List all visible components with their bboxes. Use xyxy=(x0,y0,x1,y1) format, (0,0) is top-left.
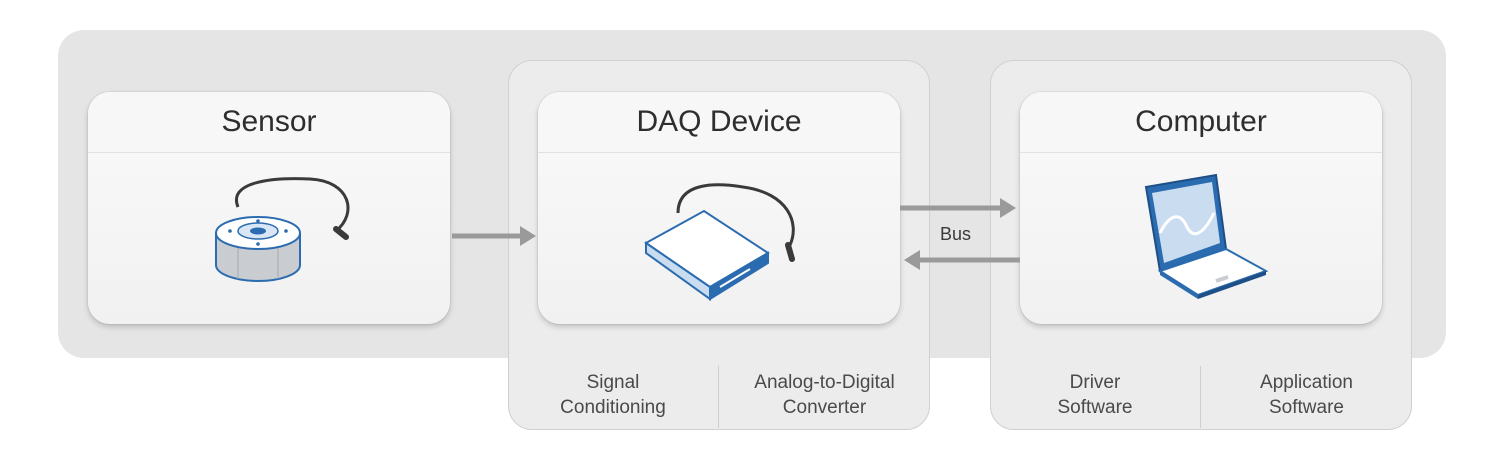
sensor-title: Sensor xyxy=(88,92,450,153)
sensor-card: Sensor xyxy=(88,92,450,324)
sensor-to-daq-arrow xyxy=(452,226,536,246)
computer-components-divider xyxy=(1200,366,1201,428)
daq-components-divider xyxy=(718,366,719,428)
daq-device-card: DAQ Device xyxy=(538,92,900,324)
application-software-label: Application Software xyxy=(1260,372,1353,418)
daq-to-computer-arrow xyxy=(900,198,1016,218)
computer-card: Computer xyxy=(1020,92,1382,324)
signal-conditioning-label: Signal Conditioning xyxy=(560,372,666,418)
daq-device-icon xyxy=(644,183,795,301)
laptop-icon xyxy=(1144,173,1269,299)
daq-device-title: DAQ Device xyxy=(538,92,900,153)
sensor-icon xyxy=(215,177,350,282)
computer-to-daq-arrow xyxy=(904,250,1020,270)
computer-title: Computer xyxy=(1020,92,1382,153)
driver-software-label: Driver Software xyxy=(1057,372,1133,418)
adc-label: Analog-to-Digital Converter xyxy=(754,372,895,418)
bus-label: Bus xyxy=(940,224,972,244)
